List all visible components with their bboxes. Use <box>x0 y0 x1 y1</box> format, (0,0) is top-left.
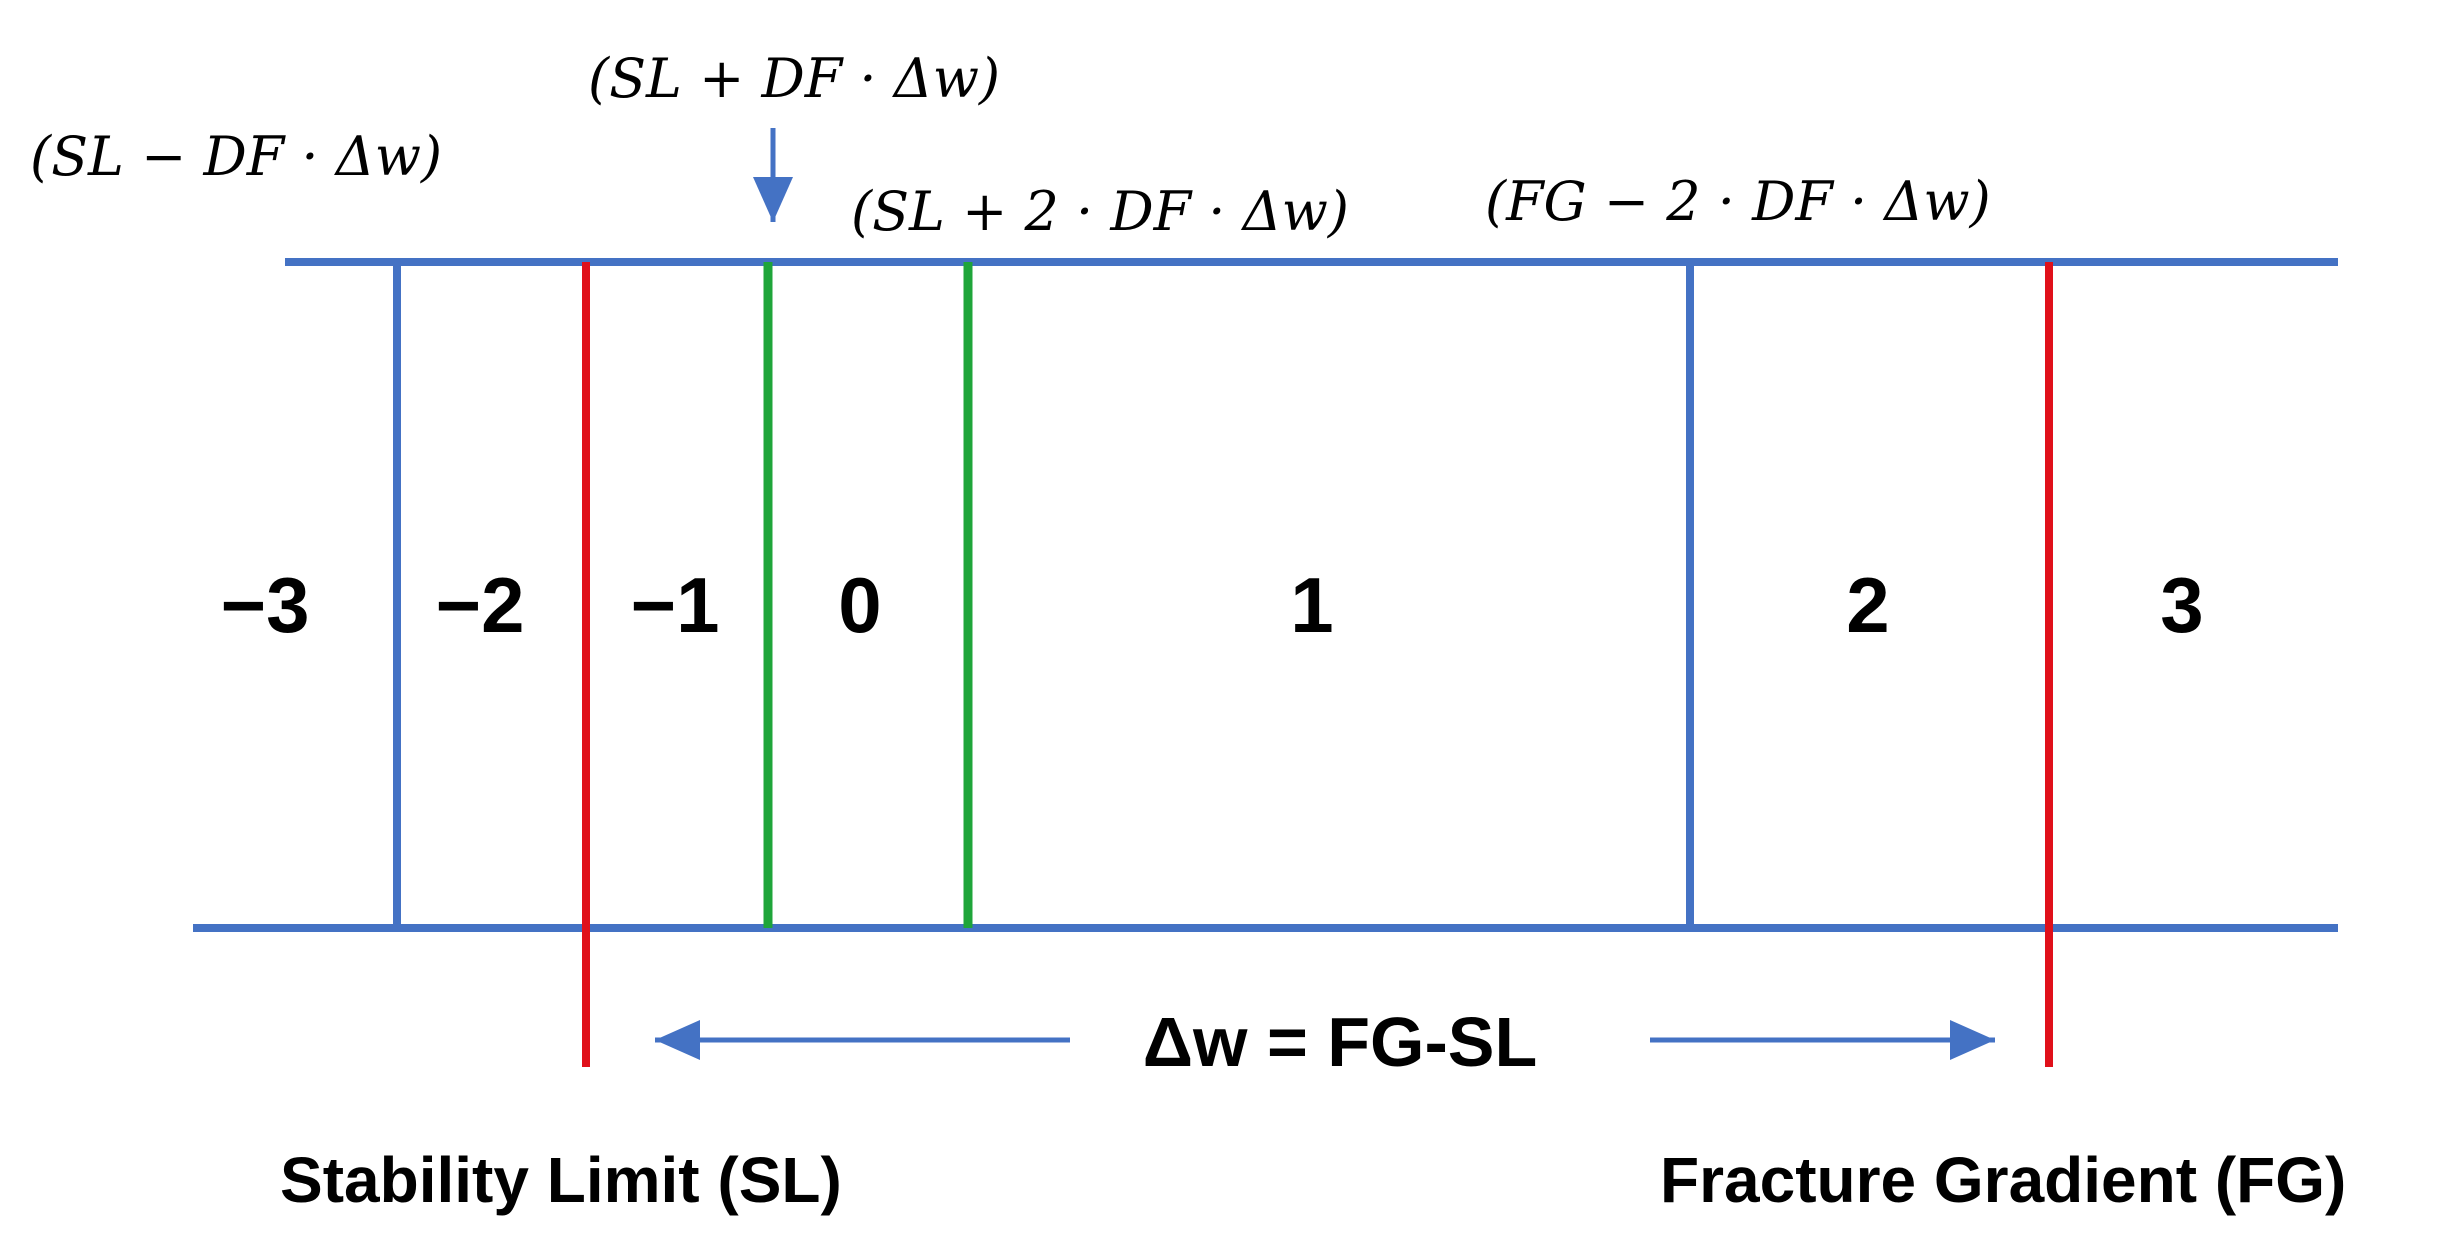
fracture-gradient-label: Fracture Gradient (FG) <box>1660 1144 2346 1216</box>
zone-label-minus-1: −1 <box>631 561 720 649</box>
formula-sl-plus-df: (SL + DF · Δw) <box>588 47 1000 110</box>
zone-label-1: 1 <box>1290 561 1333 649</box>
zone-label-2: 2 <box>1846 561 1889 649</box>
stability-limit-label: Stability Limit (SL) <box>280 1144 842 1216</box>
formula-fg-minus-2df: (FG − 2 · DF · Δw) <box>1485 170 1991 233</box>
zone-label-minus-3: −3 <box>221 561 310 649</box>
zone-label-0: 0 <box>838 561 881 649</box>
formula-sl-minus-df: (SL − DF · Δw) <box>30 125 442 188</box>
zone-label-minus-2: −2 <box>436 561 525 649</box>
formula-sl-plus-2df: (SL + 2 · DF · Δw) <box>851 180 1349 243</box>
zone-label-3: 3 <box>2160 561 2203 649</box>
delta-w-label: Δw = FG-SL <box>1143 1003 1538 1081</box>
